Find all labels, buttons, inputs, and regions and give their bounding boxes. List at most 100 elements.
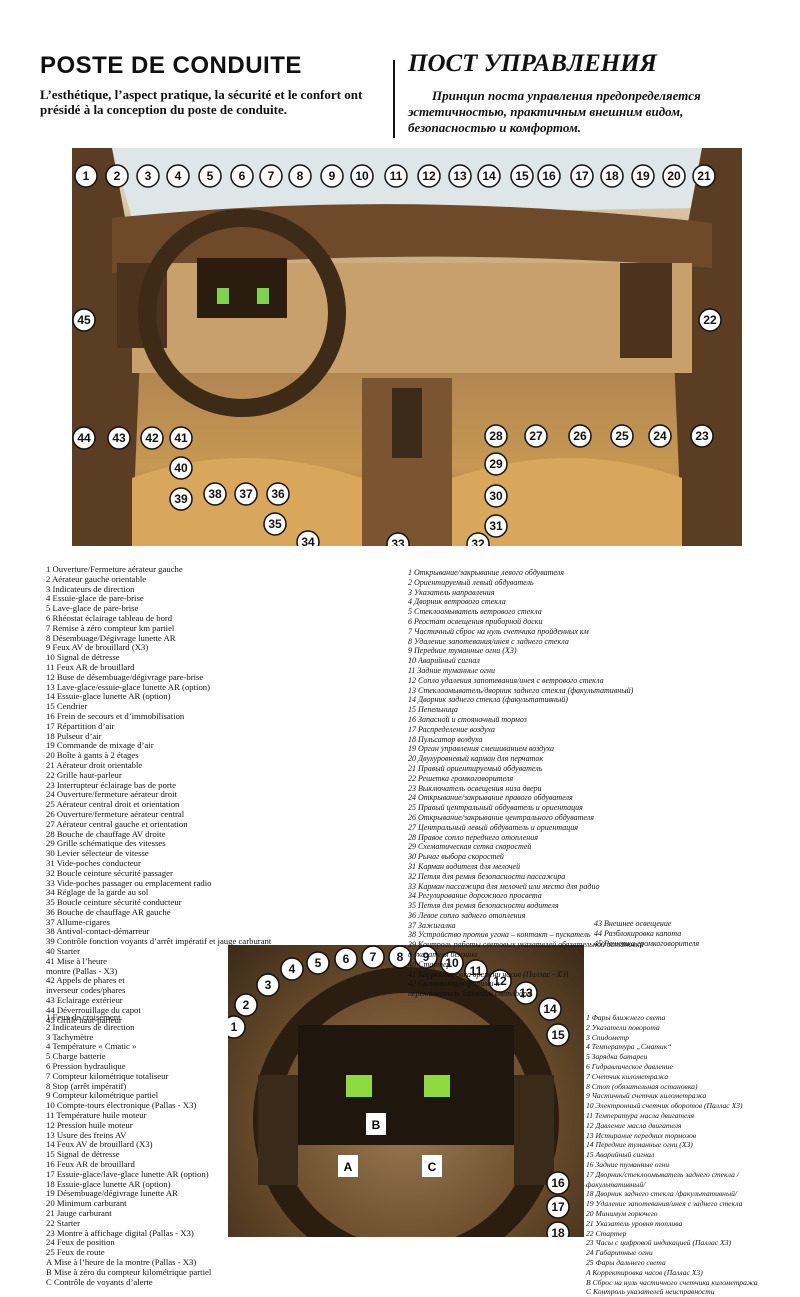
- legend-item: 23 Выключатель освещения низа двери: [408, 783, 542, 793]
- legend-item: 11 Température huile moteur: [46, 1109, 147, 1120]
- legend-item: 6 Гидравлическое давление: [586, 1061, 673, 1071]
- legend-item: 15 Cendrier: [46, 701, 88, 712]
- callout-marker: 15: [510, 164, 534, 188]
- intro-text-fr: L’esthétique, l’aspect pratique, la sécu…: [40, 87, 363, 117]
- legend-item: 13 Lave-glace/essuie-glace lunette AR (o…: [46, 681, 211, 692]
- legend-item: 16 Feux AR de brouillard: [46, 1158, 135, 1169]
- callout-marker: 9: [320, 164, 344, 188]
- legend-item: 27 Центральный левый обдуватель и ориент…: [408, 822, 578, 832]
- legend-item: 1 Открывание/закрывание левого обдувател…: [408, 568, 564, 577]
- callout-marker: 17: [546, 1195, 570, 1219]
- callout-marker: 3: [256, 973, 280, 997]
- callout-marker: 36: [266, 482, 290, 506]
- legend-item: 21 Правый ориентируемый обдуватель: [408, 763, 543, 773]
- legend-item: и указателя бензина: [408, 950, 478, 960]
- legend-item: 4 Дворник ветрового стекла: [408, 597, 506, 607]
- legend-item: 42 Appels de phares et: [46, 975, 125, 986]
- legend-item: montre (Pallas - X3): [46, 965, 118, 976]
- legend-item: 40 Starter: [46, 946, 81, 957]
- legend-item: C Контроль указателей неисправности: [586, 1287, 715, 1297]
- legend-item: 24 Открывание/закрывание правого обдуват…: [408, 793, 573, 803]
- callout-marker: 12: [417, 164, 441, 188]
- callout-marker: 39: [169, 487, 193, 511]
- legend-item: 19 Désembuage/dégivrage lunette AR: [46, 1188, 178, 1199]
- legend-item: 22 Стартер: [586, 1228, 627, 1238]
- callout-marker: 5: [306, 951, 330, 975]
- callout-marker: 24: [648, 424, 672, 448]
- legend-item: 4 Температура „Cматик“: [586, 1042, 672, 1052]
- legend-item: 24 Feux de position: [46, 1237, 115, 1248]
- callout-label: 41: [174, 431, 188, 445]
- legend-item: 21 Указатель уровня топлива: [586, 1218, 683, 1228]
- legend-item: 13 Usure des freins AV: [46, 1129, 127, 1140]
- callout-marker: 8: [288, 164, 312, 188]
- callout-marker: 30: [484, 484, 508, 508]
- legend-item: 9 Частичный счетчик километража: [586, 1091, 707, 1101]
- legend-item: 18 Essuie-glace lunette AR (option): [46, 1178, 171, 1189]
- instrument-cluster-illustration: 1234567891011121314151617181920212223242…: [228, 945, 570, 1237]
- legend-item: 28 Bouche de chauffage AV droite: [46, 828, 166, 839]
- callout-marker: 2: [105, 164, 129, 188]
- legend-item: 19 Commande de mixage d’air: [46, 740, 154, 751]
- legend-item: 26 Ouverture/fermeture aérateur central: [46, 808, 185, 819]
- callout-marker: 14: [477, 164, 501, 188]
- legend-item: 36 Левое сопло заднего отопления: [408, 910, 526, 920]
- intro-text-ru: Принцип поста управления предопределяетс…: [408, 88, 701, 135]
- callout-marker: 2: [234, 993, 258, 1017]
- callout-label: 1: [83, 169, 90, 183]
- legend-item: 11 Feux AR de brouillard: [46, 661, 135, 672]
- legend-item: 27 Aérateur central gauche et orientatio…: [46, 818, 188, 829]
- callout-marker: 16: [546, 1171, 570, 1195]
- legend-item: 12 Давление масла двигателя: [586, 1120, 682, 1130]
- legend-item: 23 Interrupteur éclairage bas de porte: [46, 779, 177, 790]
- callout-label: 2: [243, 998, 250, 1012]
- legend-item: 39 Contrôle fonction voyants d’arrêt imp…: [46, 936, 272, 947]
- legend-item: 16 Запасной и стояночный тормоз: [408, 714, 527, 724]
- legend-item: 34 Réglage de la garde au sol: [46, 887, 149, 898]
- callout-marker: 7: [361, 945, 385, 969]
- callout-marker: 14: [538, 997, 562, 1021]
- callout-marker: 23: [690, 424, 714, 448]
- legend-item: 8 Удаление запотевания/инея с заднего ст…: [408, 636, 569, 646]
- title-divider: [393, 60, 395, 138]
- callout-label: 24: [653, 429, 667, 443]
- callout-marker: 1: [228, 1015, 246, 1039]
- callout-label: 45: [77, 313, 91, 327]
- legend-item: 8 Stop (arrêt impératif): [46, 1080, 127, 1091]
- legend-item: 33 Карман пассажира для мелочей или мест…: [408, 881, 600, 891]
- legend-item: 3 Indicateurs de direction: [46, 583, 135, 594]
- legend-item: 2 Indicateurs de direction: [46, 1021, 135, 1032]
- callout-label: 9: [423, 950, 430, 964]
- callout-label: 15: [551, 1028, 565, 1042]
- legend-item: 41 Mise à l’heure: [46, 955, 108, 966]
- legend-item: 4 Température « Cmatic »: [46, 1041, 137, 1052]
- legend-item: 1 Ouverture/Fermeture aérateur gauche: [46, 564, 183, 574]
- legend-item: 32 Boucle ceinture sécurité passager: [46, 867, 173, 878]
- legend-item: 37 Зажигалка: [408, 920, 456, 930]
- legend-item: 31 Карман водителя для мелочей: [408, 861, 521, 871]
- legend-item: 16 Задние туманные огни: [586, 1159, 670, 1169]
- legend-item: inverseur codes/phares: [46, 985, 126, 996]
- svg-text:A: A: [344, 1160, 353, 1174]
- callout-marker: 15: [546, 1023, 570, 1047]
- callout-label: 34: [301, 535, 315, 546]
- callout-marker: 10: [440, 951, 464, 975]
- callout-marker: 20: [662, 164, 686, 188]
- legend-item: 45 Grille haut-parleur: [46, 1014, 122, 1025]
- legend-item: 12 Сопло удаления запотевания/инея с вет…: [408, 675, 604, 685]
- callout-label: 23: [695, 429, 709, 443]
- legend-item: 10 Compte-tours électronique (Pallas - X…: [46, 1100, 197, 1111]
- legend-item: 18 Дворник заднего стекла /факультативны…: [586, 1189, 738, 1199]
- page-title-ru: ПОСТ УПРАВЛЕНИЯ: [408, 50, 657, 77]
- callout-marker: 7: [259, 164, 283, 188]
- legend-item: 9 Compteur kilométrique partiel: [46, 1090, 159, 1101]
- callout-label: 3: [265, 978, 272, 992]
- callout-label: 29: [489, 457, 503, 471]
- legend-item: 15 Аварийный сигнал: [586, 1150, 655, 1160]
- legend-item: 11 Температура масла двигателя: [586, 1110, 695, 1120]
- callout-marker: 32: [466, 532, 490, 546]
